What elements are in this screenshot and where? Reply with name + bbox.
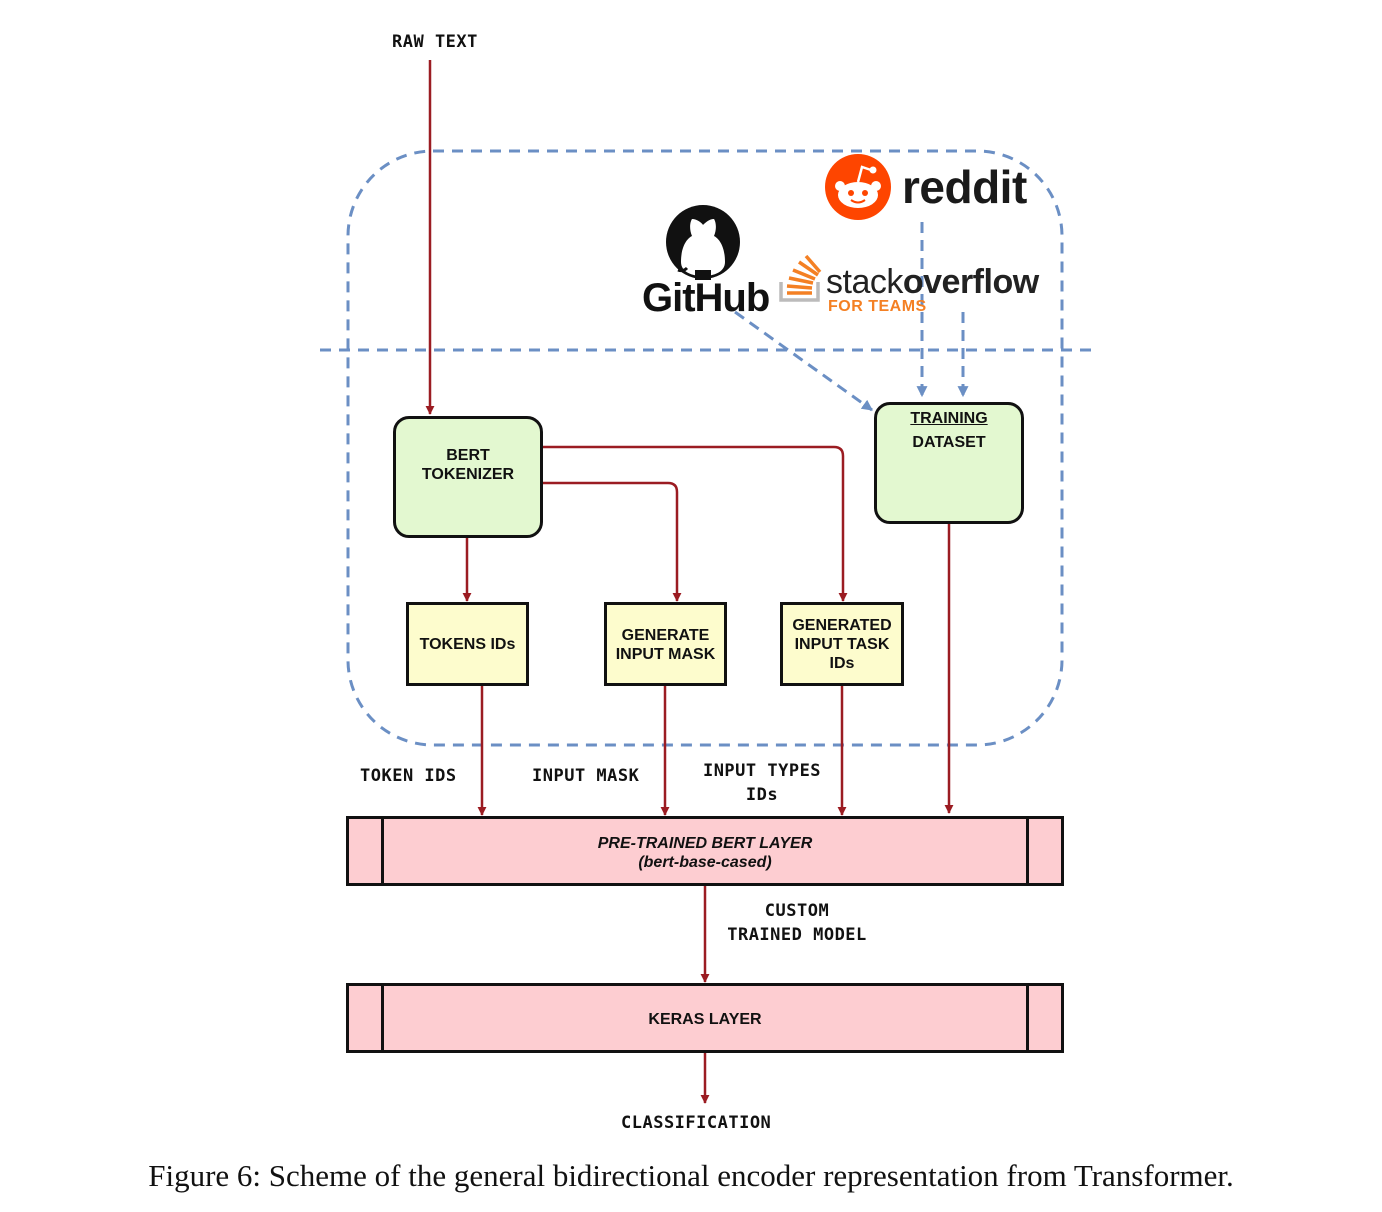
bert-layer-left-divider <box>381 819 384 883</box>
stackoverflow-teams-label: FOR TEAMS <box>828 298 927 315</box>
tokenizer-to-mask-arrow <box>541 481 682 602</box>
raw-text-label: RAW TEXT <box>392 32 478 52</box>
custom-trained-model-label: CUSTOM TRAINED MODEL <box>727 901 867 945</box>
pretrained-bert-layer-node: PRE-TRAINED BERT LAYER (bert-base-cased) <box>346 816 1064 886</box>
classification-label: CLASSIFICATION <box>621 1113 772 1133</box>
generated-input-task-ids-text: GENERATED INPUT TASK IDs <box>792 617 892 672</box>
generate-input-mask-text: GENERATE INPUT MASK <box>615 627 716 663</box>
reddit-logo-icon <box>825 154 891 220</box>
figure-caption: Figure 6: Scheme of the general bidirect… <box>148 1158 1234 1193</box>
tokenizer-to-task-ids-arrow <box>541 445 848 602</box>
reddit-wordmark: reddit <box>902 161 1027 213</box>
input-mask-label: INPUT MASK <box>532 766 640 786</box>
training-dataset-title: TRAINING <box>910 410 988 427</box>
bert-tokenizer-node: BERT TOKENIZER <box>393 416 543 538</box>
generated-input-task-ids-node: GENERATED INPUT TASK IDs <box>780 602 904 686</box>
keras-layer-right-divider <box>1026 986 1029 1050</box>
bert-tokenizer-text: BERT TOKENIZER <box>421 447 515 483</box>
training-dataset-node: TRAINING DATASET <box>874 402 1024 524</box>
tokens-ids-node: TOKENS IDs <box>406 602 529 686</box>
training-dataset-subtitle: DATASET <box>912 434 986 451</box>
input-types-ids-label: INPUT TYPES IDs <box>702 761 822 805</box>
stackoverflow-overflow-text: overflow <box>902 263 1039 301</box>
stackoverflow-wordmark: stackoverflow <box>826 263 1039 302</box>
bert-layer-title: PRE-TRAINED BERT LAYER <box>597 835 813 852</box>
keras-layer-left-divider <box>381 986 384 1050</box>
generate-input-mask-node: GENERATE INPUT MASK <box>604 602 727 686</box>
data-source-region <box>346 149 1064 747</box>
keras-layer-node: KERAS LAYER <box>346 983 1064 1053</box>
github-wordmark: GitHub <box>642 276 770 320</box>
bert-layer-right-divider <box>1026 819 1029 883</box>
stackoverflow-stack-text: stack <box>826 263 903 301</box>
bert-layer-subtitle: (bert-base-cased) <box>638 854 772 871</box>
github-to-dataset-arrow <box>734 310 873 412</box>
stackoverflow-logo-icon <box>779 254 822 302</box>
token-ids-label: TOKEN IDS <box>360 766 457 786</box>
keras-layer-text: KERAS LAYER <box>648 1011 762 1028</box>
tokens-ids-text: TOKENS IDs <box>419 636 516 653</box>
github-octocat-icon <box>666 205 740 280</box>
